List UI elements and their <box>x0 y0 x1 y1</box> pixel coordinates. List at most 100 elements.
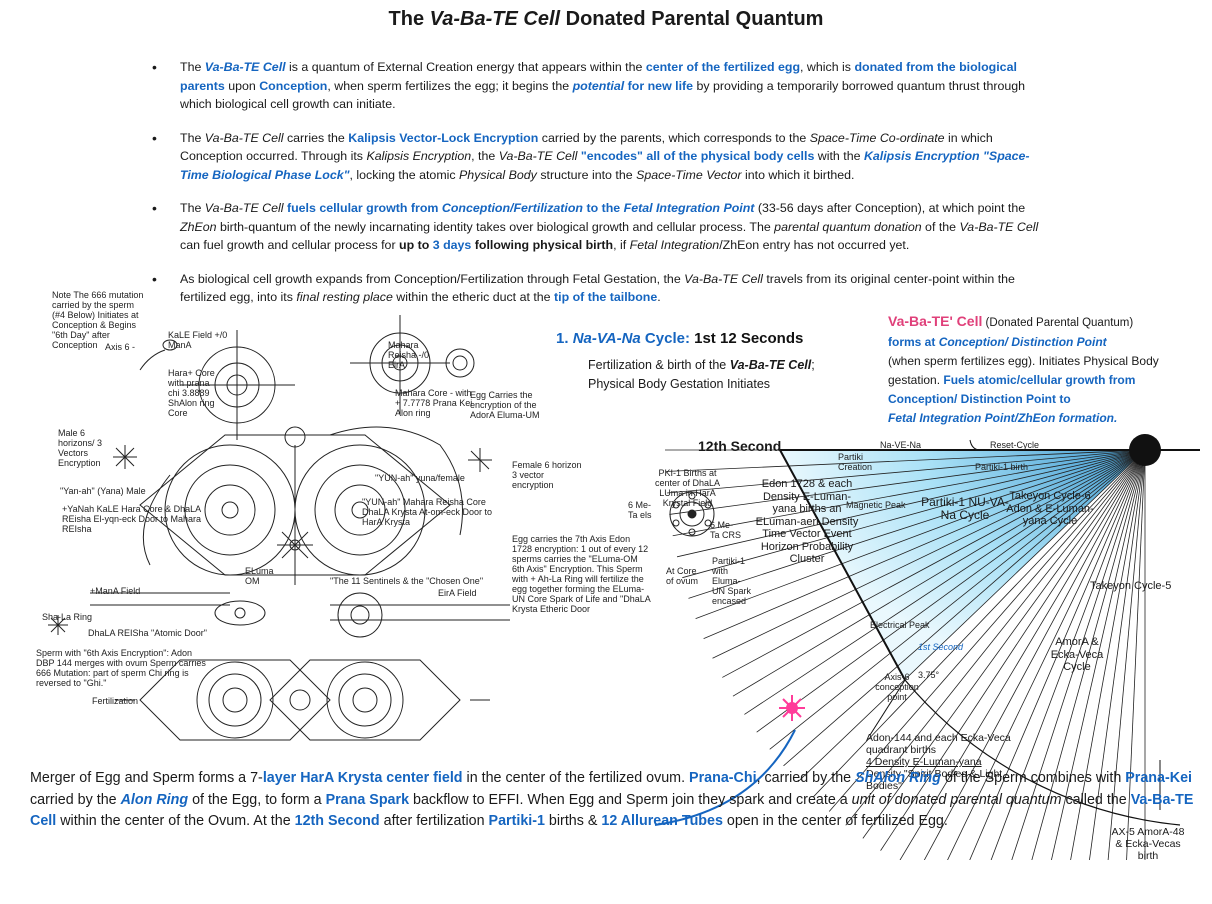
bottom-segment: Prana-Kei <box>1125 770 1192 786</box>
bullet-segment: for new life <box>624 78 694 93</box>
bottom-segment: backflow to EFFI. When Egg and Sperm joi… <box>409 791 852 808</box>
bullet-segment: Va-Ba-TE Cell <box>959 219 1039 234</box>
reset-label: Reset-Cycle <box>990 440 1040 450</box>
bottom-paragraph: Merger of Egg and Sperm forms a 7-layer … <box>30 768 1210 833</box>
eluma-label: ELuma OM <box>245 566 274 586</box>
ax5-label: AX-5 AmorA-48 & Ecka-Vecas birth <box>1111 826 1185 862</box>
fan-ray <box>682 449 1146 579</box>
fan-ray <box>1126 449 1146 860</box>
mana-label: +ManA Field <box>90 586 141 596</box>
bullet-segment: Kalipsis Vector-Lock Encryption <box>348 130 539 145</box>
fan-ray <box>722 449 1146 678</box>
adon-label: Adon-144 and each Ecka-Veca quadrant bir… <box>866 732 1011 792</box>
yunah-core-label: "YUN-ah" Mahara Reisha Core DhaLA Krysta… <box>362 497 493 527</box>
partiki-with-label: Partiki-1 with Eluma-UN Spark encased <box>712 556 752 606</box>
magnetic-label: Magnetic Peak <box>846 500 906 510</box>
bullet-segment: travels from its original center-point w… <box>180 271 1015 305</box>
axis6-conception-label: Axis-6 conception point <box>875 672 919 702</box>
egg-label: Egg Carries the encryption of the AdorA … <box>470 390 540 420</box>
fan-ray <box>688 449 1146 599</box>
bullet-item: The Va-Ba-TE Cell carries the Kalipsis V… <box>152 129 1052 185</box>
bullet-segment: Space-Time Co-ordinate <box>809 130 945 145</box>
electrical-label: Electrical Peak <box>870 620 930 630</box>
bullet-segment: ZhEon <box>180 219 217 234</box>
bottom-segment: Prana Spark <box>325 791 410 808</box>
bottom-segment: unit of donated parental quantum <box>851 791 1062 808</box>
core-ovum-label: At Core of ovum <box>666 566 699 586</box>
fan-ray <box>1107 449 1146 860</box>
bullet-segment: with the <box>814 149 864 163</box>
bullet-segment: parental quantum donation <box>774 219 922 234</box>
section1-heading: 1. Na-VA-Na Cycle: 1st 12 Seconds <box>556 330 804 347</box>
fan-ray <box>666 449 1146 494</box>
axis6-label: Axis 6 - <box>105 342 136 352</box>
bullet-segment: Fetal Integration Point <box>623 201 755 215</box>
meta6-label: 6 Me-Ta els <box>628 500 652 520</box>
navena-label: Na-VE-Na <box>880 440 922 450</box>
bullet-segment: Physical Body <box>459 167 537 182</box>
bottom-segment: ShAlon Ring <box>855 770 941 786</box>
kale-label: KaLE Field +/0 ManA <box>168 330 228 350</box>
bullet-segment: upon <box>224 78 260 93</box>
fan-ray <box>969 449 1146 860</box>
fertilization-diagram <box>48 315 510 741</box>
bottom-segment: births & <box>544 813 602 829</box>
bottom-segment: Va-Ba-TE Cell <box>30 791 1194 830</box>
bullet-segment: "encodes" all of the physical body cells <box>577 149 815 163</box>
amora-label: AmorA & Ecka-Veca Cycle <box>1050 636 1104 673</box>
bullet-segment: (33-56 days after Conception), at which … <box>754 201 1026 215</box>
bottom-segment: in the center of the fertilized ovum. <box>462 770 690 786</box>
bottom-segment: 12th Second <box>294 813 380 829</box>
bullet-segment: Fetal Integration <box>629 238 720 252</box>
bullet-segment: final resting place <box>296 290 393 304</box>
bullet-segment: Va-Ba-TE Cell <box>204 201 284 215</box>
fan-ray <box>862 449 1146 839</box>
takeyon5-label: Takeyon Cycle-5 <box>1090 580 1172 592</box>
fertilization-label: Fertilization <box>92 696 139 706</box>
bullet-segment: into which it birthed. <box>741 167 855 182</box>
bullet-segment: , if <box>613 238 630 252</box>
fan-ray <box>1051 449 1146 860</box>
bullet-segment: Kalipsis Encryption <box>366 149 472 163</box>
bullet-segment: Kalipsis Encryption "Space-Time Biologic… <box>180 149 1030 182</box>
bullet-segment: . <box>657 290 661 304</box>
page-title: The Va-Ba-TE Cell Donated Parental Quant… <box>388 8 824 30</box>
bottom-segment: 12 Allurean Tubes <box>601 813 723 829</box>
fan-ray <box>669 449 1146 515</box>
yunah-label: "YUN-ah" yuna/female <box>375 473 465 483</box>
fan-ray <box>744 449 1146 715</box>
bullet-segment: The <box>180 60 205 74</box>
bullet-segment: Conception/Fertilization <box>441 201 584 215</box>
bottom-segment: within the center of the Ovum. At the <box>56 813 295 829</box>
fan-ray <box>1011 449 1146 860</box>
cell-definition: Va-Ba-TE' Cell (Donated Parental Quantum… <box>888 313 1159 425</box>
bullet-segment: in which Conception occurred. Through it… <box>180 130 993 164</box>
female-label: Female 6 horizon 3 vector encryption <box>512 460 582 490</box>
twelfth-second-label: 12th Second <box>698 438 782 454</box>
fan-ray <box>1089 449 1146 860</box>
bottom-segment: of the Egg, to form a <box>188 791 326 808</box>
mahara-label: Mahara Reisha -/0 EirA <box>388 340 430 370</box>
bullet-segment: 3 days <box>432 238 472 252</box>
section1-subtitle: Fertilization & birth of the Va-Ba-TE Ce… <box>588 358 815 391</box>
bullet-segment: Va-Ba-TE Cell <box>498 149 578 163</box>
bullet-segment: to the <box>583 201 624 215</box>
yanah-core-label: +YaNah KaLE Hara Core & DhaLA REisha El-… <box>62 504 202 534</box>
bullet-segment: fuels cellular growth from <box>283 201 442 215</box>
bullet-segment: /ZhEon entry has not occurred yet. <box>719 238 910 252</box>
fan-ray <box>880 449 1146 851</box>
bullet-segment: carried by the parents, which correspond… <box>538 130 810 145</box>
bullet-segment: by providing a temporarily borrowed quan… <box>180 78 1026 112</box>
edon-label: Edon 1728 & each Density E-Luman-yana bi… <box>755 478 859 565</box>
bullet-segment: Va-Ba-TE Cell <box>204 60 286 74</box>
hara-label: Hara+ Core with prana chi 3.8889 ShAlon … <box>168 368 215 418</box>
bullet-item: As biological cell growth expands from C… <box>152 270 1052 307</box>
fan-ray <box>672 449 1146 537</box>
bullet-segment: following physical birth <box>471 238 614 252</box>
fan-ray <box>1031 449 1146 860</box>
fan-ray <box>923 449 1146 860</box>
bullet-segment: , when sperm fertilizes the egg; it begi… <box>327 78 573 93</box>
fan-ray <box>695 449 1146 620</box>
bottom-segment: , carried by the <box>756 770 856 786</box>
bottom-segment: Partiki-1 <box>488 813 545 829</box>
